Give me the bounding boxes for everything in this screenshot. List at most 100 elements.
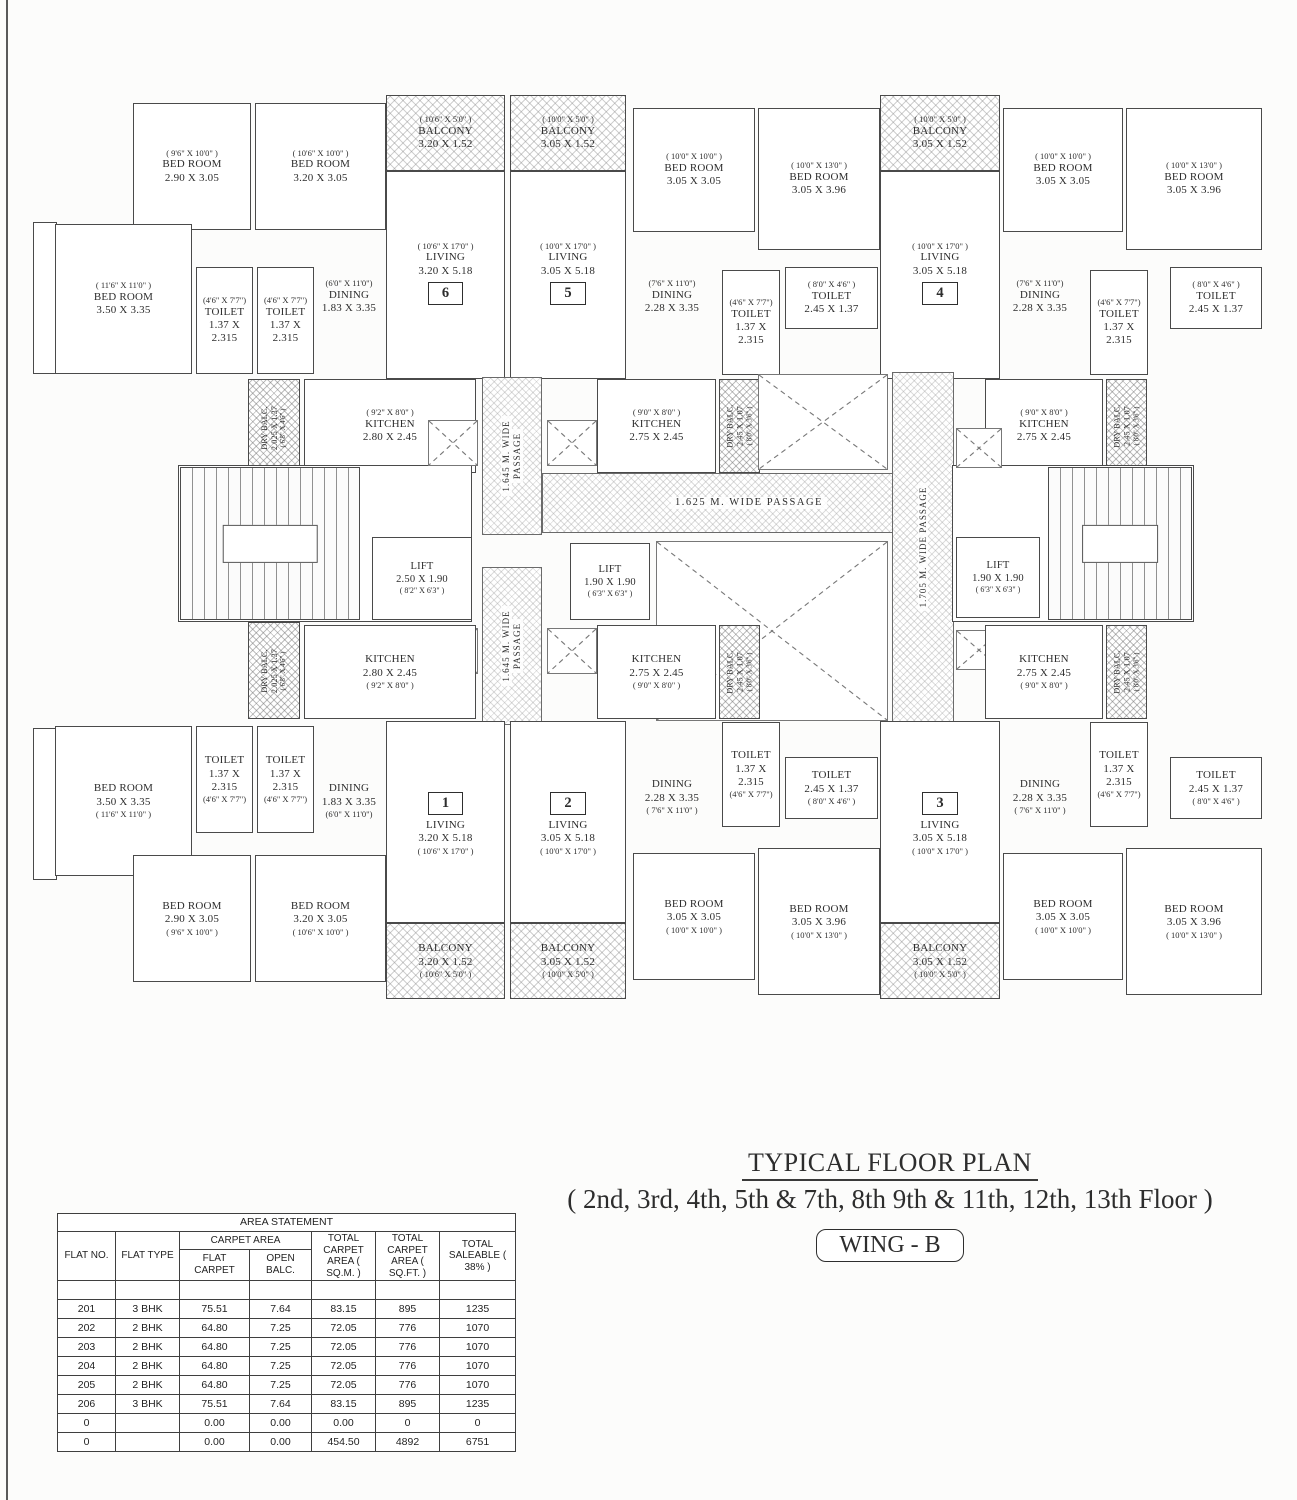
room-label-line: 2.90 X 3.05 (164, 913, 220, 926)
room-label-line: ( 10'6" X 10'0" ) (292, 926, 349, 937)
room-label-line: ( 11'6" X 11'0" ) (95, 280, 152, 291)
shaft (547, 420, 597, 466)
room-label-line: TOILET (265, 754, 306, 767)
room-label-line: 3.05 X 3.05 (666, 175, 722, 188)
table-cell: 3 BHK (115, 1299, 180, 1319)
room-label-line: LIVING (425, 818, 466, 831)
room-label-line: 2.90 X 3.05 (164, 171, 220, 184)
room-label-line: DINING (328, 288, 370, 301)
table-cell: 7.25 (249, 1337, 312, 1357)
table-cell: 204 (57, 1356, 116, 1376)
shaft (956, 428, 1002, 468)
room-label-line: ( 8'2" X 6'3" ) (399, 586, 445, 596)
table-cell: 1235 (438, 1394, 517, 1414)
room-label-line: 2.75 X 2.45 (629, 666, 684, 679)
room-label-line: ( 10'0" X 5'0" ) (542, 969, 594, 980)
dry-balcony: DRY BALC.2.45 X 1.07( 8'0" X 3'6" ) (1106, 379, 1147, 473)
unit-number-box: 4 (922, 282, 958, 306)
room-label-line: 1.645 M. WIDE (501, 416, 512, 496)
room-label-line: DINING (651, 288, 693, 301)
room-label-line: ( 8'0" X 4'6" ) (807, 796, 856, 807)
room-label-line: DINING (651, 778, 693, 791)
table-cell (115, 1280, 180, 1300)
table-cell: 7.64 (249, 1299, 312, 1319)
table-cell: 206 (57, 1394, 116, 1414)
room-label-line: 2.45 X 1.37 (1188, 782, 1244, 795)
col-header-flat-carpet: FLAT CARPET (179, 1248, 250, 1282)
col-header-flat-no: FLAT NO. (57, 1231, 116, 1281)
room-label: DRY BALC.2.45 X 1.07( 8'0" X 3'6" ) (1106, 379, 1147, 473)
room-label-line: ( 9'0" X 8'0" ) (632, 680, 681, 691)
room-label-line: PASSAGE (512, 428, 523, 484)
room-label-line: 3.05 X 3.96 (1166, 184, 1222, 197)
title-block: TYPICAL FLOOR PLAN ( 2nd, 3rd, 4th, 5th … (500, 1148, 1280, 1262)
room-label-line: ( 9'0" X 8'0" ) (632, 407, 681, 418)
room-label-line: KITCHEN (365, 653, 415, 666)
room-label-line: ( 10'0" X 17'0" ) (540, 845, 596, 856)
table-cell: 776 (375, 1318, 440, 1338)
room-label-line: TOILET (1099, 749, 1139, 762)
room-label-line: TOILET (204, 754, 245, 767)
room-label-line: (7'6" X 11'0") (648, 278, 696, 289)
room-label-line: 3.20 X 3.05 (293, 171, 348, 184)
table-cell: 454.50 (311, 1432, 376, 1452)
table-cell: 1070 (438, 1318, 517, 1338)
table-cell (57, 1280, 116, 1300)
room-label-line: 2.28 X 3.35 (1012, 302, 1068, 315)
room-label-line: 3.05 X 3.05 (1035, 175, 1091, 188)
table-cell: 2 BHK (115, 1375, 180, 1395)
room-label-line: BALCONY (418, 942, 473, 955)
wall-projection (33, 728, 57, 880)
room-label-line: 2.80 X 2.45 (362, 431, 418, 444)
room-label-line: 2.315 (211, 781, 238, 794)
room-label-line: 3.05 X 1.52 (540, 138, 596, 151)
room-label-line: 2.315 (738, 776, 764, 789)
room-label-line: 2.75 X 2.45 (1016, 666, 1072, 679)
room-label-line: BED ROOM (789, 902, 849, 915)
room-label-line: 2.50 X 1.90 (396, 573, 448, 585)
table-cell: 0.00 (311, 1413, 376, 1433)
room-label-line: (4'6" X 7'7") (263, 295, 308, 306)
table-cell (375, 1280, 440, 1300)
room-label-line: 1.37 X (1103, 762, 1135, 775)
table-cell: 72.05 (311, 1318, 376, 1338)
room-label-line: BED ROOM (1033, 161, 1093, 174)
room-label-line: 3.05 X 1.52 (912, 138, 968, 151)
room-label-line: ( 8'0" X 4'6" ) (1192, 796, 1240, 807)
table-cell: 64.80 (179, 1318, 250, 1338)
table-cell: 203 (57, 1337, 116, 1357)
room-label-line: (4'6" X 7'7") (202, 794, 247, 805)
room-label-line: ( 10'0" X 13'0" ) (1166, 160, 1222, 171)
col-header-open-balc: OPEN BALC. (249, 1248, 312, 1282)
room-label-line: ( 10'0" X 10'0" ) (666, 151, 722, 162)
staircase (1048, 467, 1192, 620)
room-label-line: ( 10'0" X 17'0" ) (912, 845, 968, 856)
table-cell: 1070 (438, 1375, 517, 1395)
dry-balcony: DRY BALC.2.45 X 1.07( 8'0" X 3'6" ) (1106, 625, 1147, 719)
room-label-line: TOILET (731, 749, 771, 762)
room-label-line: BED ROOM (162, 899, 222, 912)
room-label-line: LIFT (410, 560, 434, 572)
